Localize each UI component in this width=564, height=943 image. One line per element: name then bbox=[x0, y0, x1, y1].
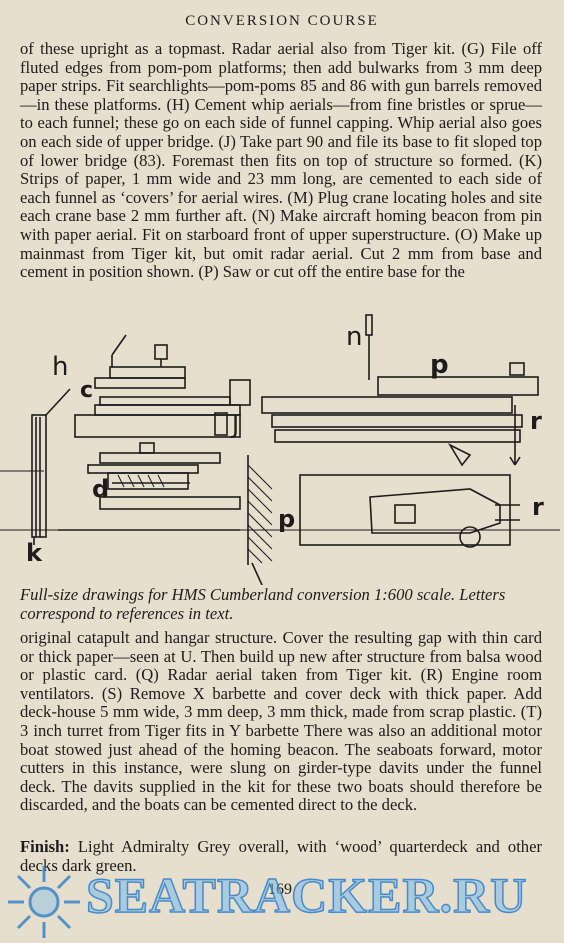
page-number: 169 bbox=[268, 881, 292, 898]
label-c: c bbox=[80, 378, 93, 403]
label-j: J bbox=[230, 411, 239, 439]
label-r-bottom: r bbox=[532, 493, 544, 521]
watermark-text: SEATRACKER.RU bbox=[85, 866, 528, 924]
right-drawing-group bbox=[261, 314, 539, 548]
label-k: k bbox=[26, 539, 43, 567]
label-r-top: r bbox=[530, 407, 542, 435]
technical-drawing: h c J d k n p p r r bbox=[0, 314, 560, 585]
finish-text: Light Admiralty Grey overall, with ‘wood… bbox=[20, 837, 542, 875]
label-d: d bbox=[92, 475, 109, 503]
label-p-bottom: p bbox=[278, 505, 295, 533]
running-head: CONVERSION COURSE bbox=[185, 13, 379, 29]
finish-label: Finish: bbox=[20, 837, 70, 856]
paragraph-2: original catapult and hangar structure. … bbox=[20, 628, 542, 815]
sun-icon bbox=[8, 866, 80, 938]
paragraph-1: of these upright as a topmast. Radar aer… bbox=[20, 39, 542, 282]
left-drawing-group bbox=[0, 334, 560, 585]
label-n: n bbox=[346, 322, 362, 352]
figure-caption: Full-size drawings for HMS Cumberland co… bbox=[20, 585, 506, 623]
watermark: SEATRACKER.RU bbox=[0, 860, 564, 943]
label-p-top: p bbox=[430, 350, 449, 380]
finish-paragraph: Finish: Light Admiralty Grey overall, wi… bbox=[20, 837, 542, 875]
label-h: h bbox=[52, 352, 68, 382]
